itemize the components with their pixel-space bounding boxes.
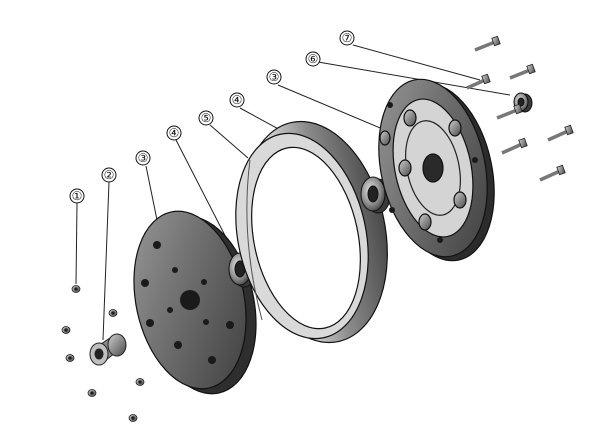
part-3-rear-plate: [378, 78, 495, 262]
part-5-ring: [235, 120, 388, 344]
svg-text:⑦: ⑦: [342, 31, 353, 45]
nut-icon: [61, 326, 71, 334]
callout-4-front-bearing: ④: [166, 125, 182, 141]
callout-1: ①: [69, 188, 85, 204]
callout-6: ⑥: [305, 51, 321, 67]
part-2-bushing: [89, 333, 127, 366]
nut-icon: [71, 285, 81, 293]
bolt-icon: [509, 63, 536, 80]
callout-4-rear-bearing: ④: [229, 92, 245, 108]
callout-2: ②: [101, 167, 117, 183]
bolt-icon: [466, 73, 491, 90]
part-3-front-plate: [133, 210, 257, 395]
part-7-bolts: [466, 35, 574, 182]
part-1-nuts: [61, 285, 145, 422]
nut-icon: [65, 354, 75, 362]
svg-text:⑥: ⑥: [308, 52, 319, 66]
nut-icon: [87, 389, 97, 397]
svg-text:③: ③: [269, 70, 280, 84]
bolt-icon: [539, 164, 566, 182]
svg-text:①: ①: [72, 189, 83, 203]
svg-text:②: ②: [104, 168, 115, 182]
svg-text:④: ④: [169, 126, 180, 140]
bolt-icon: [501, 137, 528, 155]
callout-5: ⑤: [198, 110, 214, 126]
svg-text:⑤: ⑤: [201, 111, 212, 125]
bolt-icon: [496, 103, 523, 120]
nut-icon: [135, 378, 145, 386]
callout-3-front-plate: ③: [135, 150, 151, 166]
bolt-icon: [547, 124, 574, 142]
svg-text:④: ④: [232, 93, 243, 107]
callout-7: ⑦: [339, 30, 355, 46]
callouts: ① ② ③ ④ ⑤ ④ ③ ⑥: [69, 30, 355, 204]
svg-text:③: ③: [138, 151, 149, 165]
callout-3-rear-plate: ③: [266, 69, 282, 85]
bolt-icon: [474, 35, 501, 52]
nut-icon: [128, 414, 138, 422]
nut-icon: [108, 309, 118, 317]
